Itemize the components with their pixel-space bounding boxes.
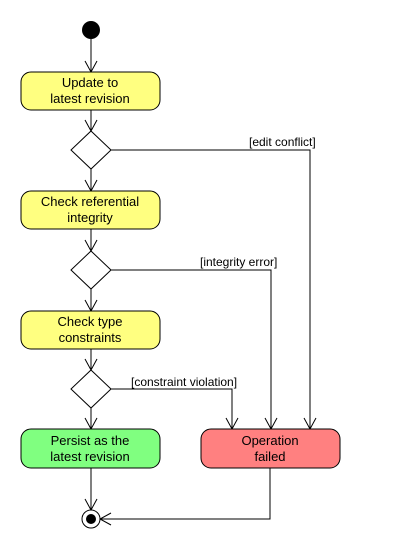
- action-type-constraints-line2: constraints: [59, 330, 122, 345]
- action-failed-line2: failed: [254, 449, 285, 464]
- decision-constraint-violation: [70, 369, 112, 409]
- action-failed-line1: Operation: [241, 433, 298, 448]
- decision-edit-conflict: [70, 130, 112, 170]
- action-persist-line1: Persist as the: [51, 433, 130, 448]
- decision-integrity-error: [70, 250, 112, 290]
- action-referential-line1: Check referential: [41, 194, 139, 209]
- final-node-core: [86, 514, 96, 524]
- action-update-line2: latest revision: [50, 91, 129, 106]
- initial-node: [82, 21, 100, 39]
- edge-edit-conflict: [111, 149, 311, 429]
- action-update-line1: Update to: [62, 75, 118, 90]
- edge-constraint-violation: [111, 388, 233, 429]
- edge-integrity-error: [111, 269, 272, 429]
- guard-constraint-violation: [constraint violation]: [131, 375, 237, 389]
- guard-edit-conflict: [edit conflict]: [249, 135, 316, 149]
- action-persist-line2: latest revision: [50, 449, 129, 464]
- guard-integrity-error: [integrity error]: [200, 255, 277, 269]
- action-type-constraints-line1: Check type: [57, 314, 122, 329]
- edge-failed-to-final: [100, 468, 271, 520]
- action-referential-line2: integrity: [67, 210, 113, 225]
